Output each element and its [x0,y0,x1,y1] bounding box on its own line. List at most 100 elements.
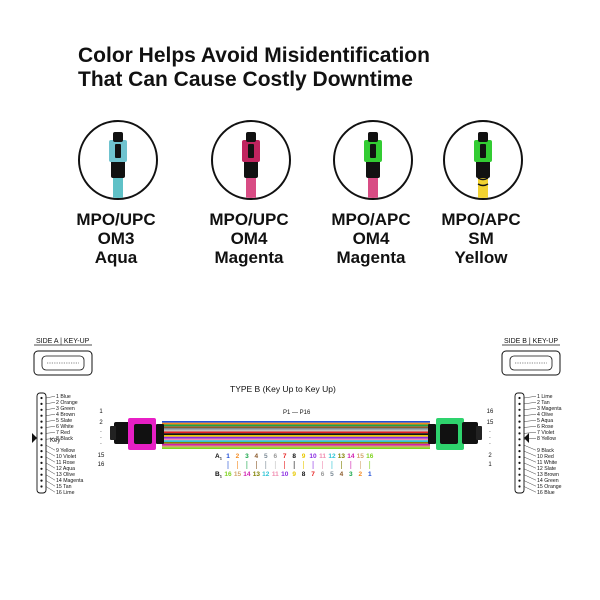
mapping-a-value: 15 [357,453,365,460]
mapping-a-value: 3 [245,453,249,460]
title-line-2: That Can Cause Costly Downtime [78,68,413,91]
fiber-label: 3 Magenta [537,406,562,412]
leader-line [45,474,56,481]
mapping-b-value: 9 [292,471,296,478]
mpo-connector-icon [242,132,260,198]
mapping-a-value: 14 [347,453,355,460]
leader-line [523,438,537,440]
mapping-b-value: 13 [253,471,261,478]
leader-line [45,438,56,440]
leader-line [523,420,537,422]
connector-label-line3: Yellow [454,248,508,267]
mapping-a-value: 2 [236,453,240,460]
mapping-b-value: 4 [340,471,344,478]
fiber-label: 2 Orange [56,400,78,406]
fiber-port [518,396,521,400]
fiber-port [40,450,43,453]
leader-line [45,408,56,410]
title-line-1: Color Helps Avoid Misidentification [78,44,430,67]
fiber-port [40,467,43,470]
mapping-b-value: 6 [321,471,325,478]
ribbon-fiber [162,436,430,439]
fiber-port [40,485,43,488]
fiber-port [518,479,521,482]
leader-line [523,468,537,475]
fiber-label: 13 Brown [537,472,559,478]
mpo-connector-icon [474,132,492,198]
leader-line [523,486,537,493]
fiber-port [518,450,521,453]
position-label: . [100,428,102,434]
fiber-port [518,467,521,470]
fiber-port [40,473,43,476]
ribbon-fiber [162,435,430,437]
connector-circle [443,120,523,200]
leader-line [45,402,56,405]
fiber-label: 5 Slate [56,418,72,424]
mapping-a-value: 1 [226,453,230,460]
connector-label-line2: OM4 [230,229,268,248]
fiber-label: 8 Yellow [537,436,556,442]
mapping-a-value: 5 [264,453,268,460]
mapping-b-value: 3 [349,471,353,478]
fiber-port [40,455,43,459]
position-label: 15 [98,453,105,459]
connector-label-line3: Magenta [214,248,284,267]
fiber-port [40,461,43,464]
ribbon-fiber [162,421,430,423]
mapping-b-value: 16 [224,471,232,478]
fiber-port [518,408,521,411]
fiber-label: 14 Green [537,478,559,484]
fiber-label: 16 Lime [56,490,75,496]
mapping-b-value: 12 [262,471,270,478]
fiber-label: 11 Rose [56,460,75,466]
ribbon-fiber [162,445,430,448]
ribbon-fiber [162,424,430,427]
mapping-b-value: 2 [358,471,362,478]
fiber-port [40,402,43,405]
mapping-b-value: 5 [330,471,334,478]
ribbon-fiber [162,447,430,449]
fiber-label: 14 Magenta [56,478,84,484]
fiber-port [40,432,43,435]
fiber-label: 9 Yellow [56,448,75,454]
connector-label-line1: MPO/APC [441,210,521,229]
leader-line [45,456,56,463]
fiber-port [40,420,43,423]
leader-line [523,445,537,451]
fiber-label: 15 Orange [537,484,562,490]
fiber-label: 6 Rose [537,424,554,430]
fiber-label: 2 Tan [537,400,550,406]
mapping-a-value: 4 [255,453,259,460]
connector-label-line2: OM3 [97,229,135,248]
leader-line [523,456,537,463]
row-b-label: B1 [215,471,223,479]
fiber-label: 8 Black [56,436,73,442]
leader-line [45,462,56,469]
side-b-keyup-box: SIDE B | KEY-UP [501,338,561,376]
fiber-label: 13 Olive [56,472,75,478]
fiber-port [518,461,521,464]
mapping-b-value: 1 [368,471,372,478]
mapping-b-value: 11 [272,471,279,478]
type-label: TYPE B (Key Up to Key Up) [230,384,336,394]
connector-circle [78,120,158,200]
fiber-label: 7 Red [56,430,70,436]
mpo-connector-icon [364,132,382,198]
page-title: Color Helps Avoid Misidentification That… [78,44,430,92]
position-label: 16 [487,409,494,415]
ribbon-cable [162,421,430,449]
fiber-label: 7 Violet [537,430,555,436]
fiber-label: 16 Blue [537,490,555,496]
mapping-b-value: 14 [243,471,251,478]
ribbon-fiber [162,422,430,425]
ribbon-fiber [162,443,430,446]
fiber-port [518,426,521,429]
right-mpo-connector [428,418,482,450]
